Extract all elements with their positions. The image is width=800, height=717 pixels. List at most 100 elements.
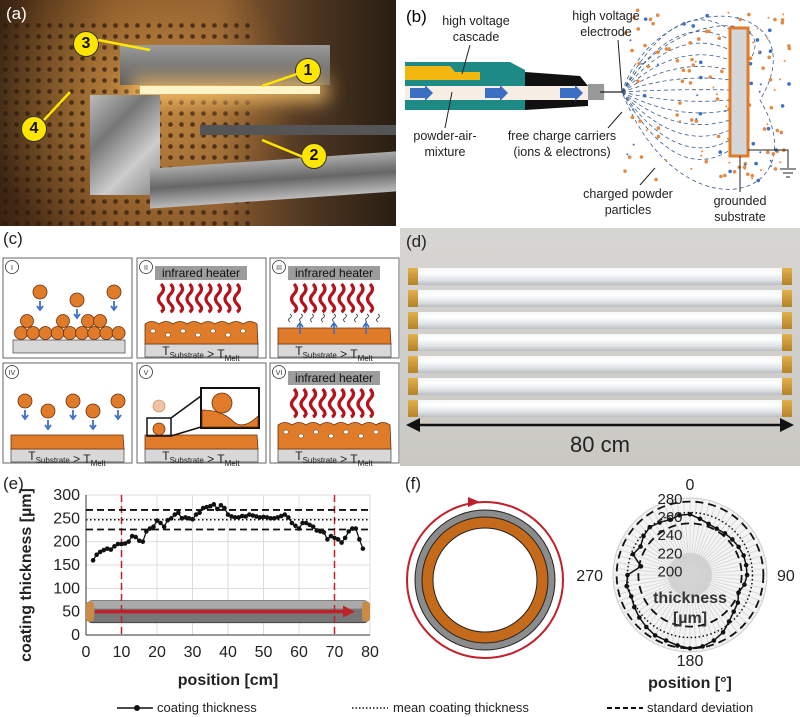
polar-spoke	[626, 530, 691, 576]
deposited-particle	[56, 314, 70, 328]
powder-particle	[655, 50, 660, 55]
inset-melt	[201, 409, 259, 428]
data-point	[197, 510, 202, 516]
down-arrow	[36, 301, 44, 312]
powder-particle	[723, 173, 727, 178]
powder-particle	[632, 143, 635, 146]
data-point	[722, 531, 728, 536]
circumferential-thickness-chart: 200220240260280090180270thickness[µm]pos…	[406, 477, 795, 692]
tube-end	[86, 601, 94, 622]
powder-particle	[712, 86, 715, 89]
nozzle-tip	[588, 84, 604, 100]
polar-spoke	[689, 498, 698, 576]
polar-spoke	[689, 520, 745, 576]
powder-particle	[638, 119, 642, 123]
coated-tube	[408, 334, 792, 351]
step-number-circle	[272, 260, 286, 274]
tube-end-uncoated	[782, 312, 792, 329]
r-tick-label: 280	[657, 491, 682, 508]
field-line	[621, 54, 731, 93]
polar-spoke	[689, 502, 717, 576]
polar-spoke	[626, 574, 691, 620]
polar-spoke	[682, 498, 691, 576]
powder-particle	[682, 22, 686, 26]
powder-particle	[698, 111, 703, 116]
polar-spoke	[676, 574, 691, 651]
polar-spoke	[645, 574, 691, 639]
data-point	[105, 546, 110, 551]
step-number: IV	[9, 370, 16, 377]
temperature-condition: TSubstrate > TMelt	[28, 449, 106, 467]
deposited-particle	[38, 326, 53, 340]
falling-particle	[17, 393, 33, 409]
x-tick-label: 60	[290, 644, 308, 661]
length-label: 80 cm	[570, 432, 630, 457]
powder-particle	[631, 108, 634, 111]
data-point	[236, 515, 241, 520]
data-point	[122, 541, 128, 546]
powder-particle	[664, 47, 669, 51]
polar-spoke	[615, 574, 691, 596]
polar-spoke	[663, 502, 691, 576]
powder-particle	[636, 79, 640, 83]
powder-particle	[737, 165, 742, 169]
polar-spoke	[630, 525, 691, 576]
angle-tick-label: 90	[777, 568, 795, 585]
field-line	[621, 89, 731, 93]
data-point	[631, 604, 637, 610]
powder-particle	[690, 167, 693, 170]
step-number: II	[144, 265, 148, 272]
powder-particle	[773, 167, 778, 171]
vapor-wave	[310, 313, 314, 323]
y-tick-label: 100	[53, 580, 80, 597]
polar-spoke	[689, 542, 760, 576]
data-point	[250, 513, 256, 518]
polar-spoke	[689, 574, 704, 651]
panel-label-a: (a)	[6, 4, 27, 23]
tube-end-uncoated	[782, 400, 792, 417]
powder-particle	[630, 48, 634, 53]
deposited-particle	[93, 314, 107, 328]
y-tick-label: 250	[53, 510, 80, 527]
powder-particle	[749, 81, 754, 86]
infrared-wave	[356, 282, 365, 314]
powder-particle	[736, 16, 739, 19]
down-arrow	[114, 410, 122, 421]
deposited-particle	[20, 314, 34, 328]
down-arrow	[69, 410, 77, 421]
powder-particle	[750, 173, 755, 178]
powder-particle	[773, 17, 777, 22]
coated-tubes-photo: (d) 80 cm	[400, 228, 800, 466]
data-point	[726, 619, 732, 624]
data-point	[186, 516, 192, 521]
powder-particle	[767, 16, 770, 19]
infrared-wave	[365, 387, 375, 419]
polar-spoke	[615, 554, 691, 576]
heater-label-box	[288, 266, 380, 280]
step-number-circle	[5, 365, 19, 379]
polar-spoke	[689, 536, 757, 576]
legend: coating thickness mean coating thickness…	[115, 700, 800, 717]
coated-tube	[408, 378, 792, 395]
data-point	[700, 644, 705, 649]
powder-particle	[780, 104, 785, 108]
vapor-wave	[321, 313, 325, 323]
label-substrate: grounded	[714, 194, 767, 208]
data-point	[200, 505, 206, 511]
data-point	[731, 609, 737, 614]
powder-particle	[787, 82, 791, 86]
powder-particle	[748, 61, 753, 66]
data-point	[711, 638, 717, 643]
powder-particle	[771, 152, 776, 156]
air-bubble	[225, 332, 231, 338]
powder-particle	[759, 83, 762, 86]
polar-spoke	[623, 536, 691, 576]
deposited-particle	[87, 326, 102, 340]
data-point	[303, 520, 309, 526]
rotation-direction-circle	[406, 501, 564, 659]
tube-end-uncoated	[408, 312, 418, 329]
infrared-wave	[356, 387, 365, 419]
powder-particle	[779, 130, 784, 135]
